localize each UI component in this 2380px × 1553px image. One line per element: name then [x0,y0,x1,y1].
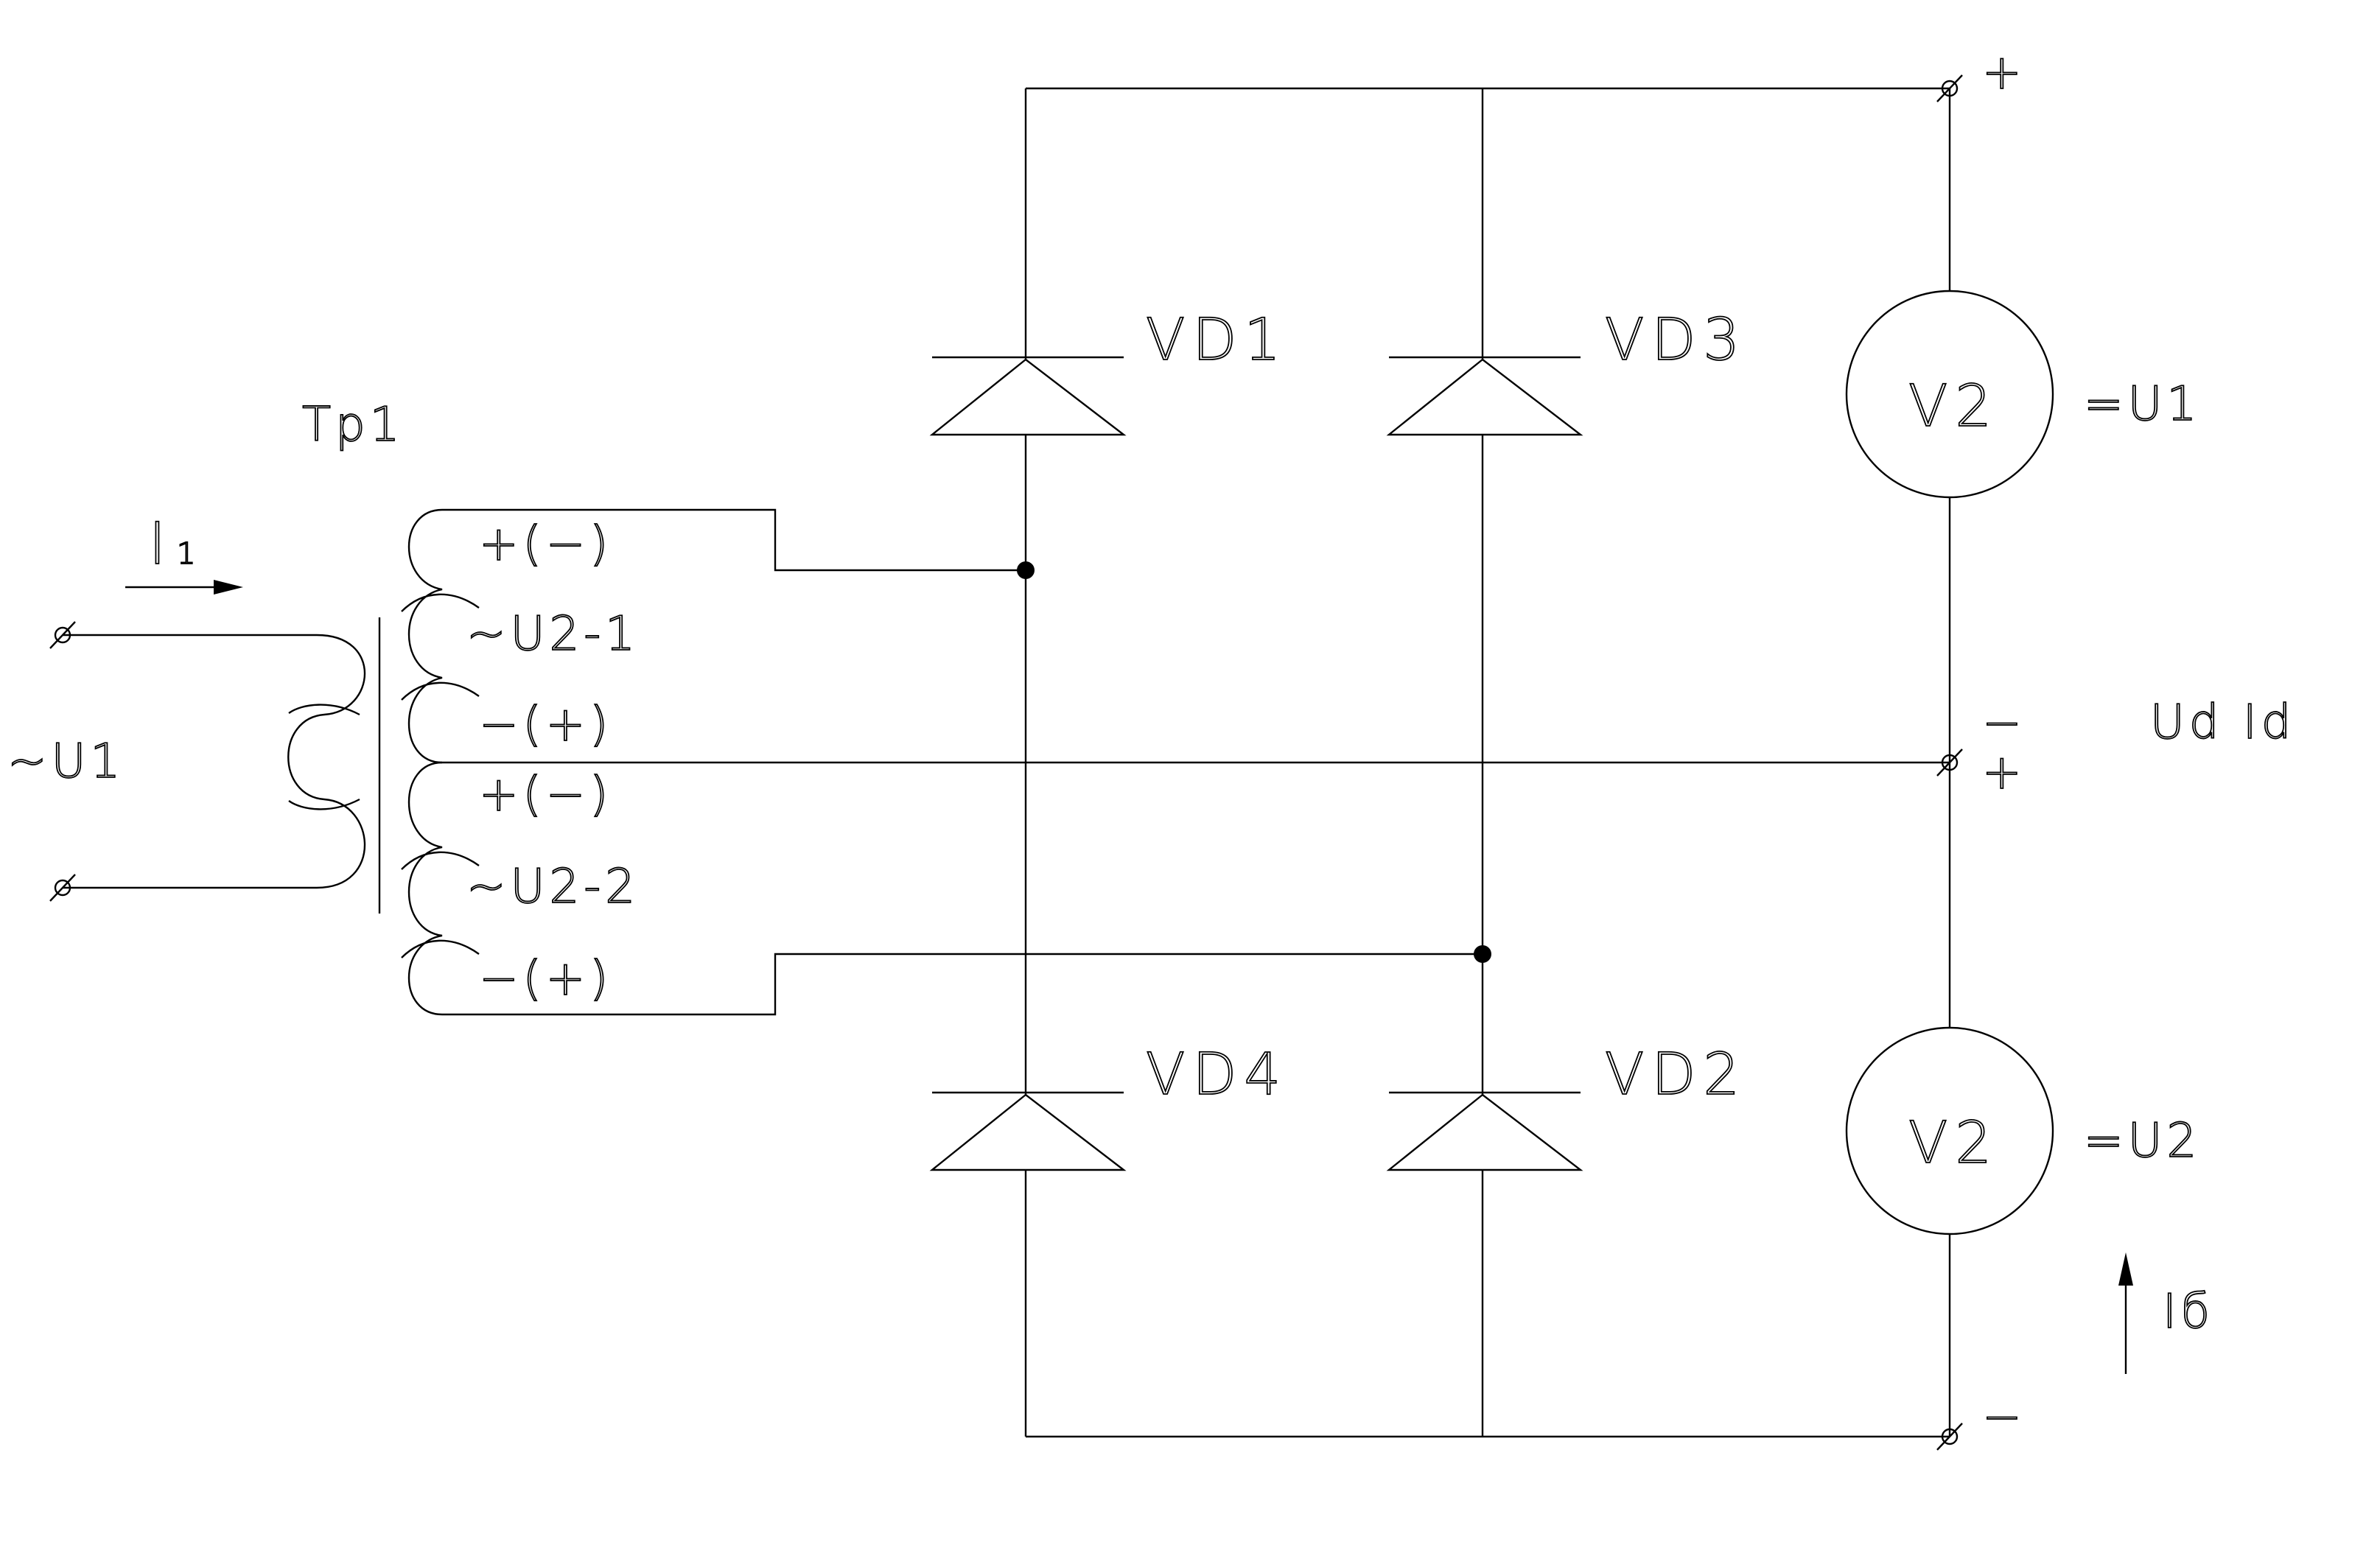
wires [63,87,1951,1438]
winding-2-voltage: ~U2-2 [466,860,640,914]
battery-current-arrow [2118,1252,2133,1374]
diode-vd4 [929,1091,1127,1171]
diode-vd2-label: VD2 [1605,1042,1747,1108]
diode-vd2 [1386,1091,1583,1171]
terminal-bottom-polarity: − [1982,1390,2026,1445]
voltmeter-upper-label: V2 [1908,374,1999,440]
junction-dot-upper [1017,561,1035,579]
terminal-mid-top-polarity: − [1982,696,2026,751]
voltmeter-lower [1845,1026,2054,1235]
meter-reading-upper: =U1 [2084,377,2201,432]
primary-current-label: I 1 [148,511,196,578]
diode-vd1 [929,356,1127,436]
winding-2-sign-bottom: −(+) [479,952,612,1006]
diode-vd4-label: VD4 [1146,1042,1288,1108]
terminal-mid-bottom-polarity: + [1982,746,2026,800]
transformer-label: Tр1 [302,398,404,452]
winding-2-lead-wire [442,953,1483,1016]
junction-dot-lower [1474,945,1491,963]
winding-2-sign-top: +(−) [479,768,612,822]
terminal-output-bottom[interactable] [1936,1423,1963,1451]
voltmeter-lower-label: V2 [1908,1110,1999,1177]
secondary-winding-1 [401,508,480,764]
input-voltage-label: ~U1 [7,735,125,789]
winding-1-sign-bottom: −(+) [479,698,612,752]
output-voltage-current-label: Ud Id [2150,695,2295,750]
terminal-input-bottom[interactable] [49,874,76,902]
terminal-input-top[interactable] [49,621,76,649]
terminal-top-polarity: + [1982,46,2026,100]
secondary-winding-2 [401,761,480,1016]
primary-winding [287,634,365,889]
meter-reading-lower: =U2 [2084,1114,2201,1168]
diode-vd1-label: VD1 [1146,307,1288,374]
voltmeter-upper [1845,290,2054,499]
terminal-output-mid[interactable] [1936,749,1963,776]
transformer [287,508,480,1016]
winding-1-lead-wire [442,508,1026,572]
primary-current-symbol: I [149,511,173,578]
terminals [49,74,1963,1451]
diode-vd3-label: VD3 [1605,307,1747,374]
terminal-output-top[interactable] [1936,74,1963,102]
primary-current-arrow [125,580,243,595]
diode-vd3 [1386,356,1583,436]
primary-current-subscript: 1 [177,537,195,571]
winding-1-sign-top: +(−) [479,517,612,572]
winding-1-voltage: ~U2-1 [466,607,640,662]
battery-current-label: Iб [2163,1285,2214,1339]
